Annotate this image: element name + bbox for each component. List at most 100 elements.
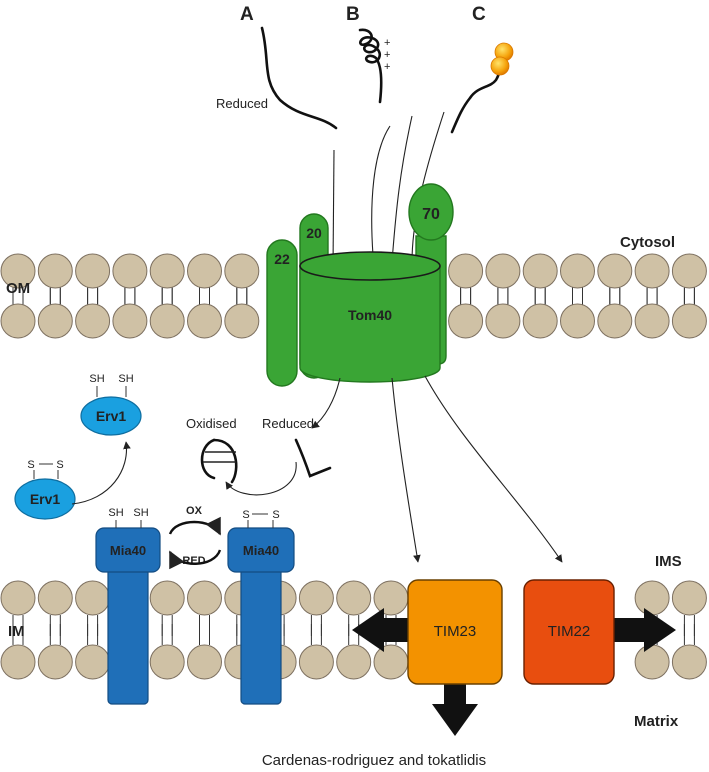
mia40-left-label: Mia40 xyxy=(110,543,146,558)
lipid-head xyxy=(671,644,707,680)
tim23 xyxy=(407,579,503,685)
ox-label: OX xyxy=(186,505,203,517)
lipid-head xyxy=(671,580,707,616)
red-label: RED xyxy=(182,555,205,567)
lipid-head xyxy=(112,303,148,339)
lipid-head xyxy=(298,580,334,616)
lipid-head xyxy=(671,253,707,289)
tim-complexes: TIM23 TIM22 xyxy=(352,579,676,736)
erv1-bottom xyxy=(14,478,76,520)
lipid-head xyxy=(75,303,111,339)
lipid-head xyxy=(634,580,670,616)
lipid-head xyxy=(187,644,222,680)
lipid-head xyxy=(634,644,670,680)
lipid-head xyxy=(448,253,484,289)
plus-sign-1: + xyxy=(384,37,390,49)
lipid-head xyxy=(373,644,409,680)
lipid-head xyxy=(522,253,558,289)
ims-substrates: Oxidised Reduced xyxy=(186,416,332,496)
tom40-barrel xyxy=(299,265,441,383)
mia40-left-head xyxy=(95,527,161,573)
lipid-head xyxy=(149,580,185,616)
lipid-head xyxy=(597,253,633,289)
ims-label: IMS xyxy=(655,553,682,570)
lipid-head xyxy=(0,303,36,339)
outer-membrane xyxy=(0,253,707,339)
lipid-head xyxy=(336,580,372,616)
lateral-arrow-right xyxy=(614,608,676,652)
mia40-right-anchor xyxy=(240,559,282,705)
lipid-head xyxy=(75,644,111,680)
plus-sign-3: + xyxy=(384,61,390,73)
lipid-head xyxy=(0,644,36,680)
path-a-label: A xyxy=(240,4,254,25)
tim22 xyxy=(523,579,615,685)
erv1-top-sh-1: SH xyxy=(89,373,104,385)
mia40-right-s-1: S xyxy=(242,509,249,521)
mia40-right-label: Mia40 xyxy=(243,543,279,558)
cytosol-label: Cytosol xyxy=(620,234,675,251)
matrix-label: Matrix xyxy=(634,713,679,730)
erv1-top-label: Erv1 xyxy=(96,408,127,424)
lipid-head xyxy=(448,303,484,339)
plus-sign-2: + xyxy=(384,49,390,61)
lipid-head xyxy=(224,253,260,289)
erv1-top-sh-2: SH xyxy=(118,373,133,385)
tom40-pore xyxy=(299,251,441,281)
lipid-head xyxy=(0,580,36,616)
lipid-head xyxy=(37,580,73,616)
tom70-label: 70 xyxy=(422,206,440,223)
substrate-b: B + + + xyxy=(346,4,390,104)
mia40-left-anchor xyxy=(107,559,149,705)
lipid-head xyxy=(485,253,521,289)
tom70-head xyxy=(408,183,454,241)
om-label: OM xyxy=(6,280,30,297)
erv1-top xyxy=(80,396,142,436)
reduced-ims-label: Reduced xyxy=(262,416,314,431)
tim23-label: TIM23 xyxy=(434,623,477,640)
lipid-head xyxy=(560,303,595,339)
erv1-bottom-label: Erv1 xyxy=(30,491,61,507)
mia40-left: Mia40 SH SH xyxy=(95,507,161,705)
lipid-head xyxy=(671,303,707,339)
tom-complex: 70 20 22 Tom40 xyxy=(266,183,454,387)
erv1-oxidised: Erv1 S S xyxy=(14,441,131,520)
tom20-label: 20 xyxy=(306,225,322,241)
red-arrow xyxy=(168,549,222,570)
reduced-substrate xyxy=(294,438,332,478)
lipid-head xyxy=(560,253,595,289)
folded-domain-2 xyxy=(490,56,510,76)
lipid-head xyxy=(112,253,148,289)
lipid-head xyxy=(149,253,185,289)
lateral-arrow-left xyxy=(352,608,412,652)
tom40-label: Tom40 xyxy=(348,307,392,323)
substrate-c: C xyxy=(450,4,514,134)
lipid-head xyxy=(149,303,185,339)
path-b-label: B xyxy=(346,4,360,25)
lipid-head xyxy=(37,303,73,339)
erv1-bottom-s-2: S xyxy=(56,459,63,471)
im-label: IM xyxy=(8,623,25,640)
erv1-bottom-s-1: S xyxy=(27,459,34,471)
lipid-head xyxy=(187,303,222,339)
lipid-head xyxy=(75,580,111,616)
oxidised-substrate xyxy=(200,438,238,484)
tim22-label: TIM22 xyxy=(548,623,591,640)
reduced-top-label: Reduced xyxy=(216,96,268,111)
lipid-head xyxy=(336,644,372,680)
lipid-head xyxy=(75,253,111,289)
lipid-head xyxy=(37,253,73,289)
lipid-head xyxy=(522,303,558,339)
mia40-left-sh-2: SH xyxy=(133,507,148,519)
mia40-right: Mia40 S S xyxy=(227,509,295,705)
matrix-arrow xyxy=(432,680,478,736)
lipid-head xyxy=(187,253,222,289)
erv1-reduced: Erv1 SH SH xyxy=(80,373,142,436)
mia40-right-head xyxy=(227,527,295,573)
lipid-head xyxy=(298,644,334,680)
lipid-head xyxy=(634,253,670,289)
lipid-head xyxy=(149,644,185,680)
lipid-head xyxy=(597,303,633,339)
ox-arrow xyxy=(168,516,222,536)
